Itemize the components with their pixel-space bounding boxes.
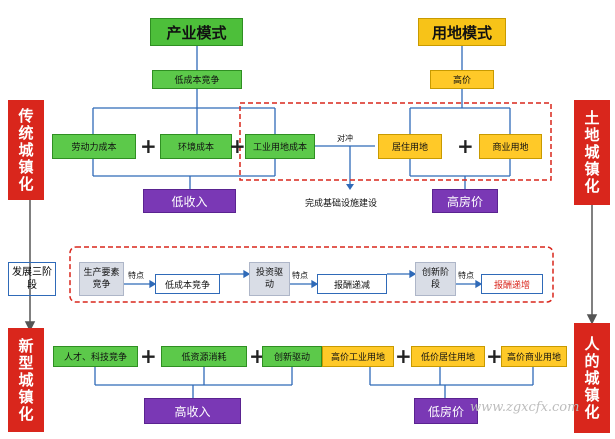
- stage-diminish-box: 报酬递减: [317, 274, 387, 294]
- stage-increase-box: 报酬递增: [481, 274, 543, 294]
- hedge-label: 对冲: [337, 134, 353, 143]
- stage-low-cost-box: 低成本竞争: [155, 274, 220, 294]
- plus-sign: +: [457, 134, 474, 158]
- low-price-residential-box: 低价居住用地: [411, 346, 485, 367]
- low-cost-competition-box: 低成本竞争: [152, 70, 242, 89]
- land-urbanization-label: 土地城镇化: [574, 100, 610, 205]
- plus-sign: +: [140, 344, 157, 368]
- human-urbanization-label: 人的城镇化: [574, 323, 610, 433]
- labor-cost-box: 劳动力成本: [52, 134, 136, 159]
- plus-sign: +: [140, 134, 157, 158]
- talent-tech-box: 人才、科技竞争: [53, 346, 138, 367]
- new-urbanization-label: 新型城镇化: [8, 328, 44, 432]
- env-cost-box: 环境成本: [160, 134, 232, 159]
- high-price-industrial-box: 高价工业用地: [322, 346, 394, 367]
- industry-mode-header: 产业模式: [150, 18, 243, 46]
- industrial-land-cost-box: 工业用地成本: [245, 134, 315, 159]
- innovation-driven-box: 创新驱动: [262, 346, 322, 367]
- stage-feature-label-3: 特点: [458, 271, 474, 280]
- stage-feature-label-1: 特点: [128, 271, 144, 280]
- stage-innovation-box: 创新阶段: [415, 262, 456, 296]
- commercial-land-box: 商业用地: [479, 134, 542, 159]
- high-housing-box: 高房价: [432, 189, 498, 213]
- stage-factor-box: 生产要素竞争: [79, 262, 124, 296]
- low-income-box: 低收入: [143, 189, 236, 213]
- three-stages-label: 发展三阶段: [8, 262, 56, 296]
- infrastructure-label: 完成基础设施建设: [305, 199, 378, 209]
- low-housing-box: 低房价: [414, 398, 478, 424]
- high-income-box: 高收入: [144, 398, 241, 424]
- traditional-urbanization-label: 传统城镇化: [8, 100, 44, 200]
- high-price-commercial-box: 高价商业用地: [501, 346, 567, 367]
- plus-sign: +: [229, 134, 246, 158]
- watermark: www.zgxcfx.com: [470, 400, 580, 415]
- land-mode-header: 用地模式: [418, 18, 506, 46]
- stage-feature-label-2: 特点: [292, 271, 308, 280]
- high-price-box: 高价: [430, 70, 494, 89]
- stage-invest-box: 投资驱动: [249, 262, 290, 296]
- plus-sign: +: [486, 344, 503, 368]
- residential-land-box: 居住用地: [378, 134, 442, 159]
- plus-sign: +: [395, 344, 412, 368]
- plus-sign: +: [249, 344, 266, 368]
- low-resource-box: 低资源消耗: [161, 346, 247, 367]
